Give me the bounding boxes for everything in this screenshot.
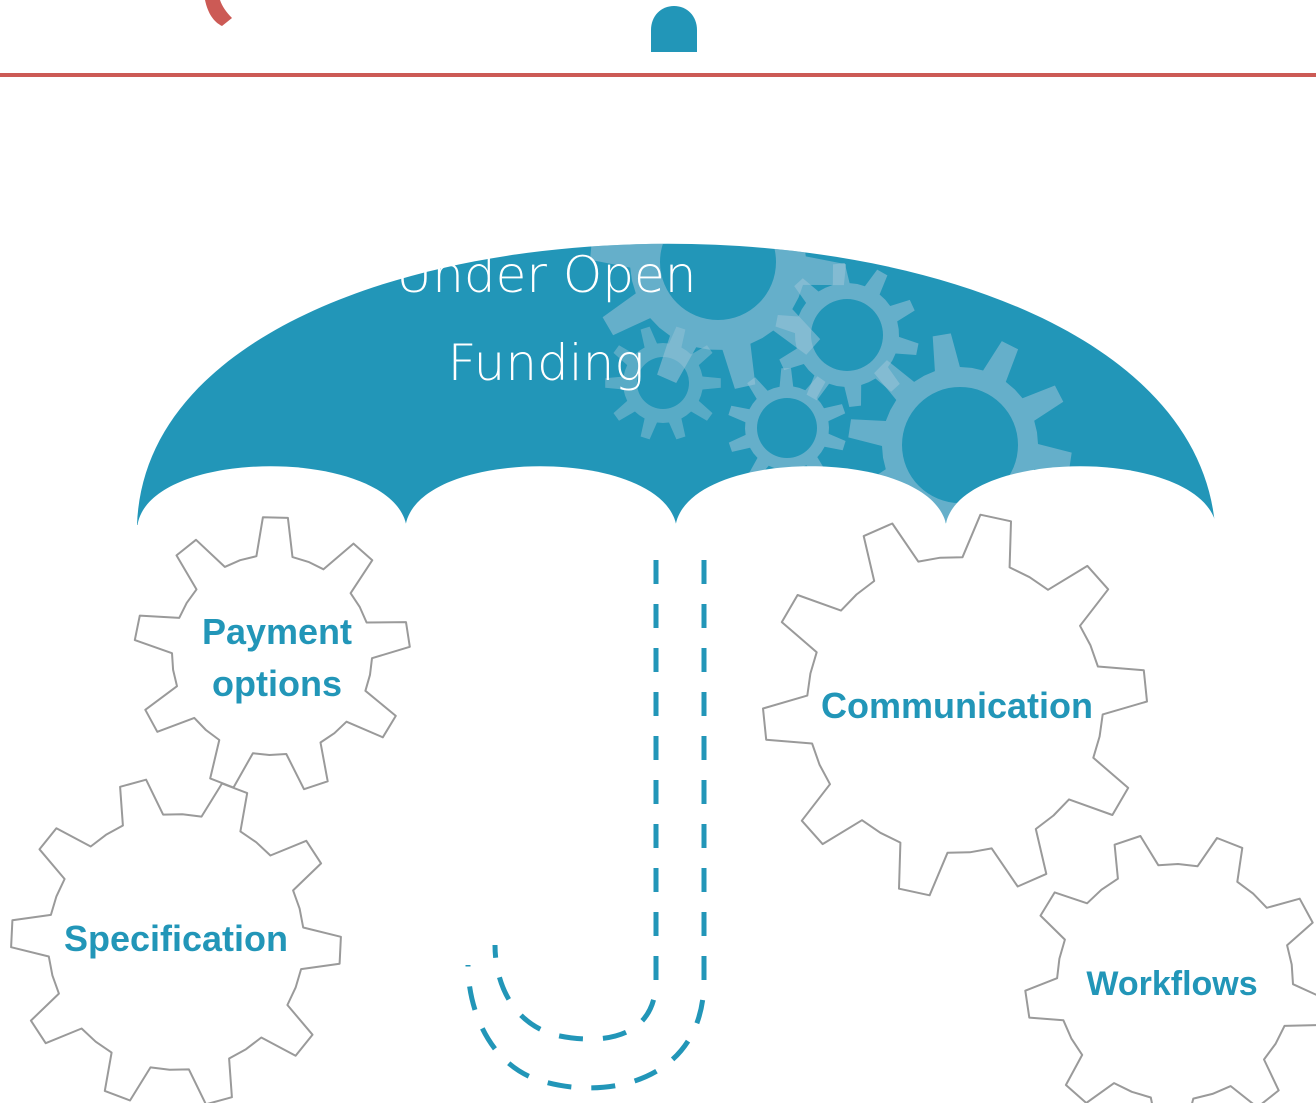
umbrella-canopy [137, 243, 1215, 525]
workflows-gear [1024, 835, 1316, 1103]
workflows-label: Workflows [1086, 965, 1257, 1003]
communication-label: Communication [821, 685, 1093, 726]
divider-line [0, 73, 1316, 77]
communication-gear [762, 513, 1148, 897]
payment-options-gear [133, 516, 411, 791]
payment-options-label-line-2: options [212, 663, 342, 704]
umbrella-handle [465, 560, 707, 1091]
canopy-title-line-1: Under Open [396, 246, 697, 304]
canopy-title-line-2: Funding [448, 334, 645, 392]
red-swoosh-fragment [205, 0, 232, 26]
umbrella-tip [651, 6, 697, 52]
canopy-scallops [137, 466, 1217, 530]
payment-options-label-line-1: Payment [202, 611, 352, 652]
specification-gear [10, 778, 342, 1103]
specification-label: Specification [64, 918, 288, 959]
